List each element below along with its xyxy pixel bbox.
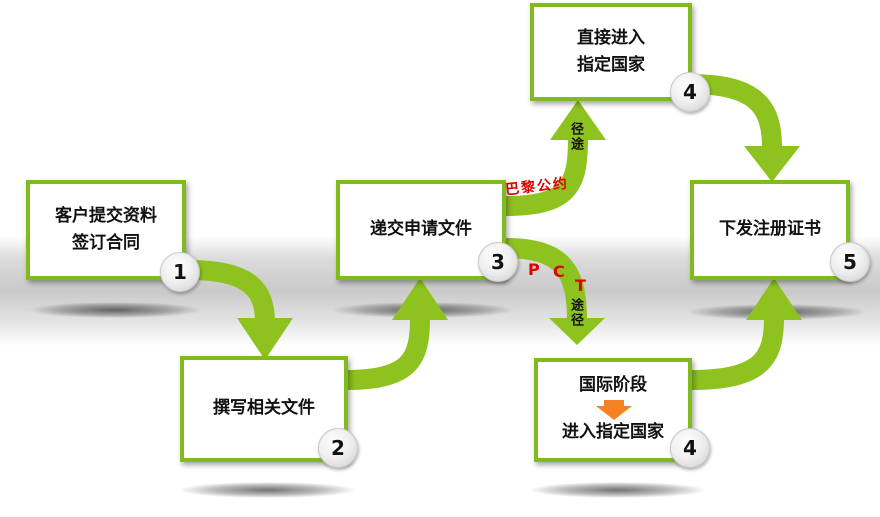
paris-path-label: 径途: [566, 122, 585, 152]
step-4b-line1: 国际阶段: [579, 372, 647, 399]
step-3-line1: 递交申请文件: [370, 216, 472, 243]
step-5-line1: 下发注册证书: [719, 216, 821, 243]
step-4a-line1: 直接进入: [577, 25, 645, 52]
step-4a-line2: 指定国家: [577, 52, 645, 79]
pct-letter-p: P: [528, 260, 540, 279]
step-5-badge: 5: [830, 242, 870, 282]
step-1-line2: 签订合同: [72, 230, 140, 257]
connector-4b-to-5: [690, 318, 774, 380]
step-2-badge: 2: [318, 428, 358, 468]
connector-2-to-3: [345, 318, 420, 380]
step-2-line1: 撰写相关文件: [213, 395, 315, 422]
arrowhead-up-4b: [746, 278, 802, 320]
step-4b-line2: 进入指定国家: [562, 419, 664, 446]
step-4a-badge: 4: [670, 72, 710, 112]
pct-path-label: 途径: [566, 298, 585, 328]
pct-letter-t: T: [575, 276, 586, 295]
step-5-box: 下发注册证书: [690, 180, 850, 280]
arrowhead-up-2: [392, 278, 448, 320]
connector-1-to-2: [190, 270, 265, 322]
step-3-badge: 3: [478, 242, 518, 282]
arrowhead-down-1: [237, 318, 293, 360]
step-1-line1: 客户提交资料: [55, 203, 157, 230]
step-1-badge: 1: [160, 252, 200, 292]
step-4b-badge: 4: [670, 428, 710, 468]
pct-letter-c: C: [553, 262, 565, 281]
arrowhead-down-4a: [744, 146, 800, 182]
step-4a-box: 直接进入 指定国家: [530, 3, 692, 101]
down-arrow-icon: [596, 400, 632, 420]
